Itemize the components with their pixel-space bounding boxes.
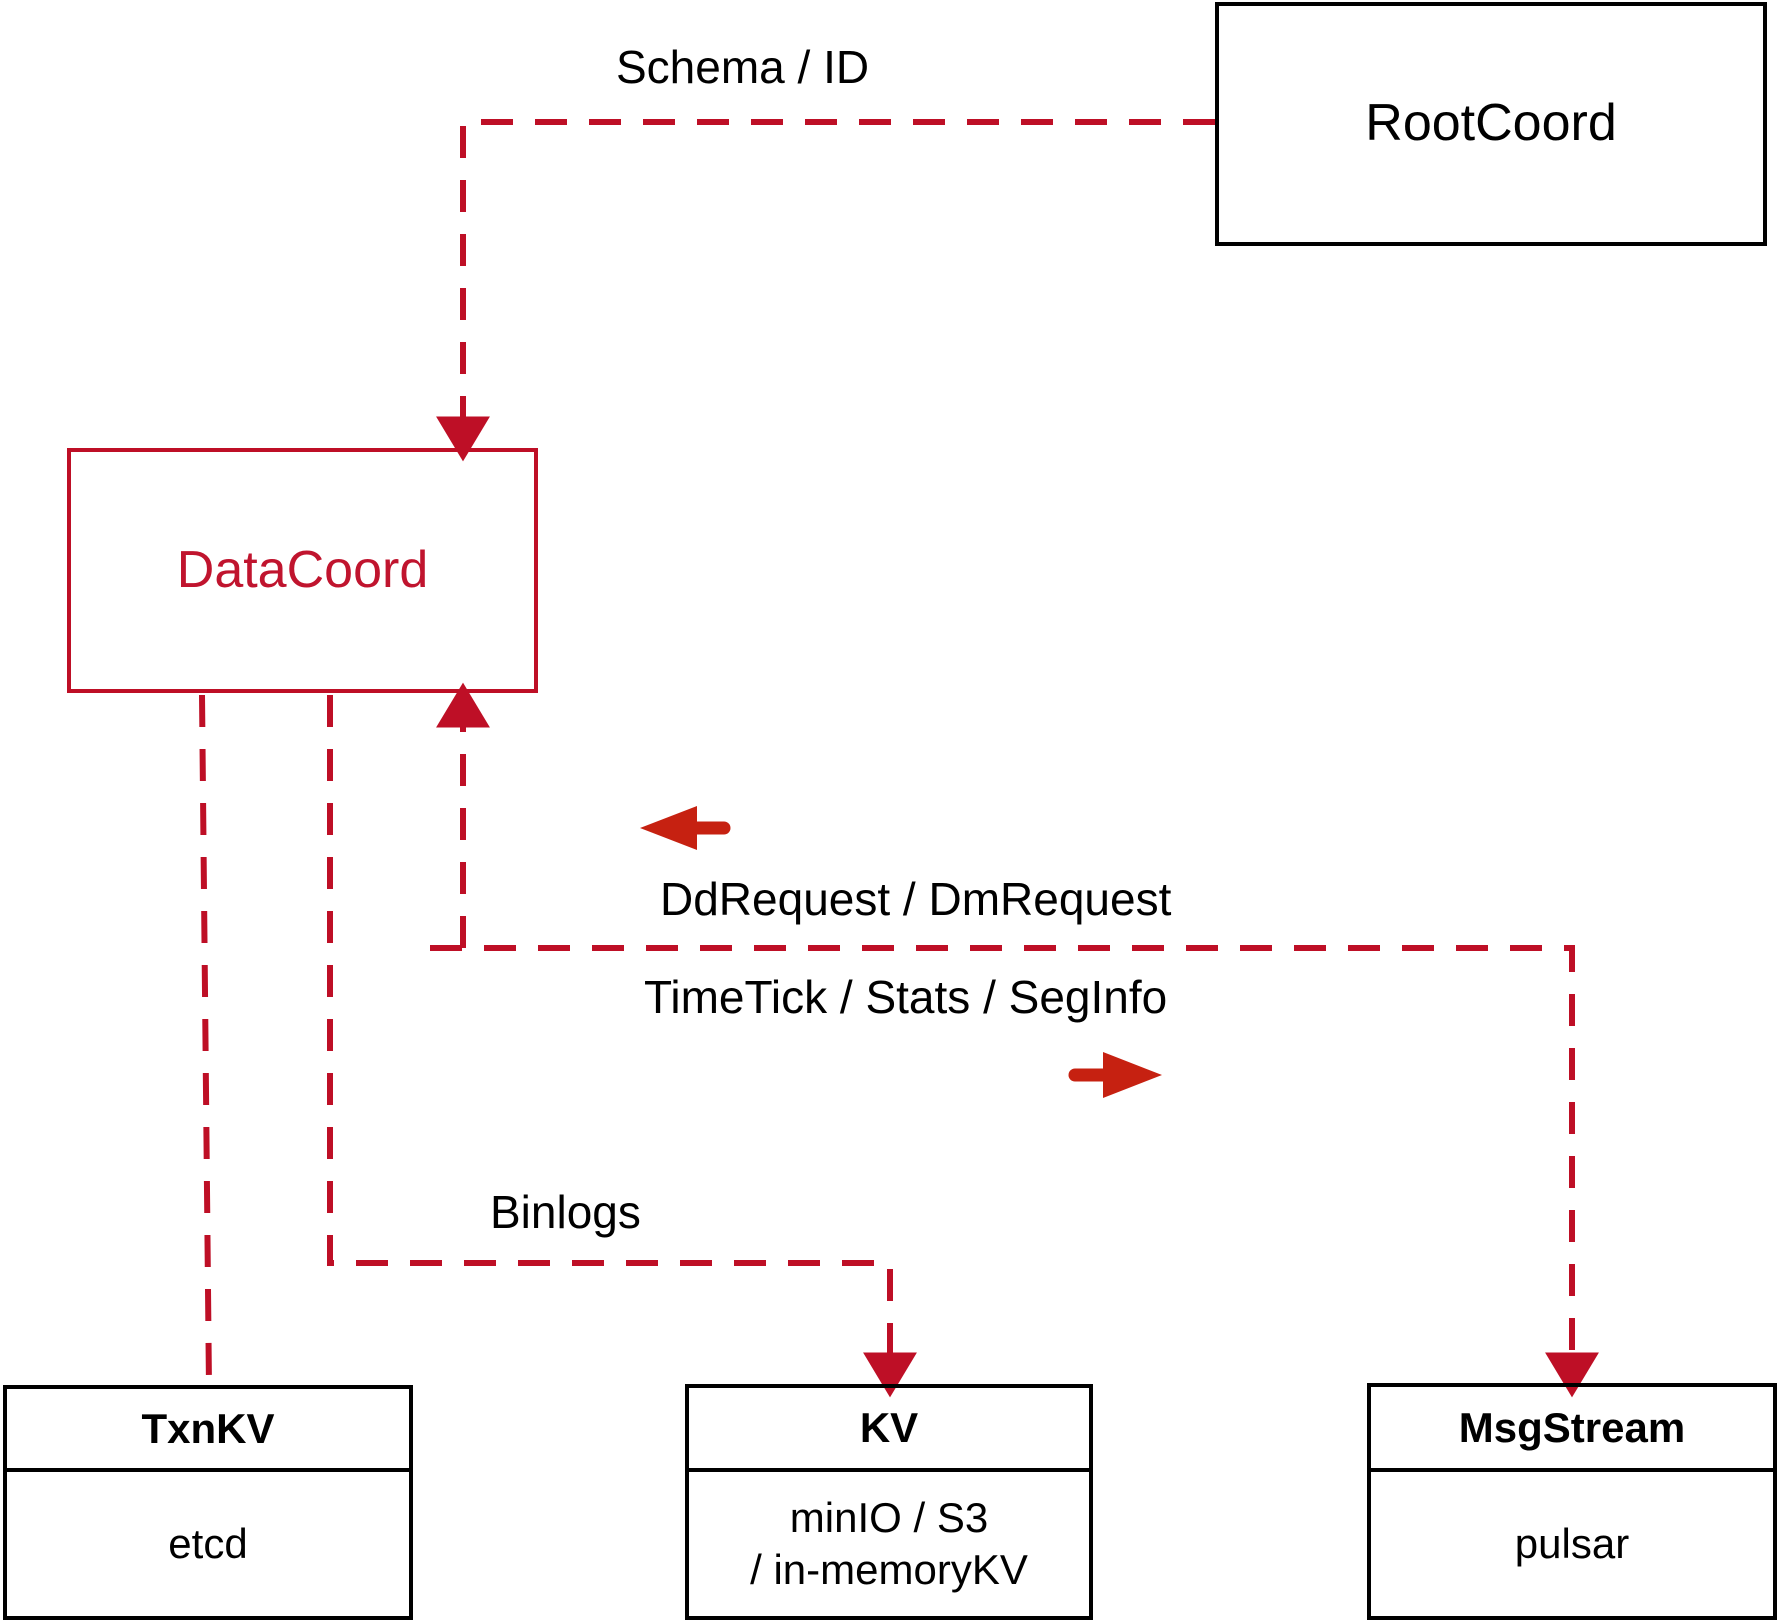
node-rootcoord[interactable]: RootCoord — [1215, 2, 1767, 246]
node-datacoord[interactable]: DataCoord — [67, 448, 538, 693]
edge-rootcoord-to-datacoord — [436, 119, 1215, 462]
node-kv[interactable]: KV minIO / S3 / in-memoryKV — [685, 1384, 1093, 1620]
node-kv-body: minIO / S3 / in-memoryKV — [689, 1472, 1089, 1616]
node-txnkv[interactable]: TxnKV etcd — [3, 1385, 413, 1620]
node-msgstream-body: pulsar — [1514, 1519, 1630, 1567]
node-datacoord-label: DataCoord — [176, 540, 429, 599]
edge-datacoord-to-kv — [327, 695, 917, 1398]
node-rootcoord-label: RootCoord — [1365, 94, 1617, 153]
edge-label-binlogs: Binlogs — [490, 1186, 641, 1238]
edge-datacoord-to-msgstream — [430, 945, 1599, 1398]
edge-label-timetick-stats-seginfo: TimeTick / Stats / SegInfo — [644, 971, 1168, 1023]
node-kv-body-line-1: minIO / S3 — [789, 1493, 989, 1541]
node-txnkv-body: etcd — [168, 1519, 248, 1567]
outbound-direction-arrow — [1068, 1052, 1162, 1098]
node-kv-body-line-2: / in-memoryKV — [750, 1546, 1028, 1593]
edge-datacoord-to-txnkv — [199, 694, 212, 1389]
edge-label-dd-dm-request: DdRequest / DmRequest — [660, 873, 1172, 925]
node-msgstream[interactable]: MsgStream pulsar — [1367, 1383, 1777, 1620]
inbound-direction-arrow — [640, 806, 731, 850]
edge-label-schema-id: Schema / ID — [616, 41, 870, 93]
node-kv-title: KV — [689, 1388, 1089, 1472]
node-msgstream-title: MsgStream — [1371, 1387, 1773, 1472]
node-txnkv-title: TxnKV — [7, 1389, 409, 1472]
